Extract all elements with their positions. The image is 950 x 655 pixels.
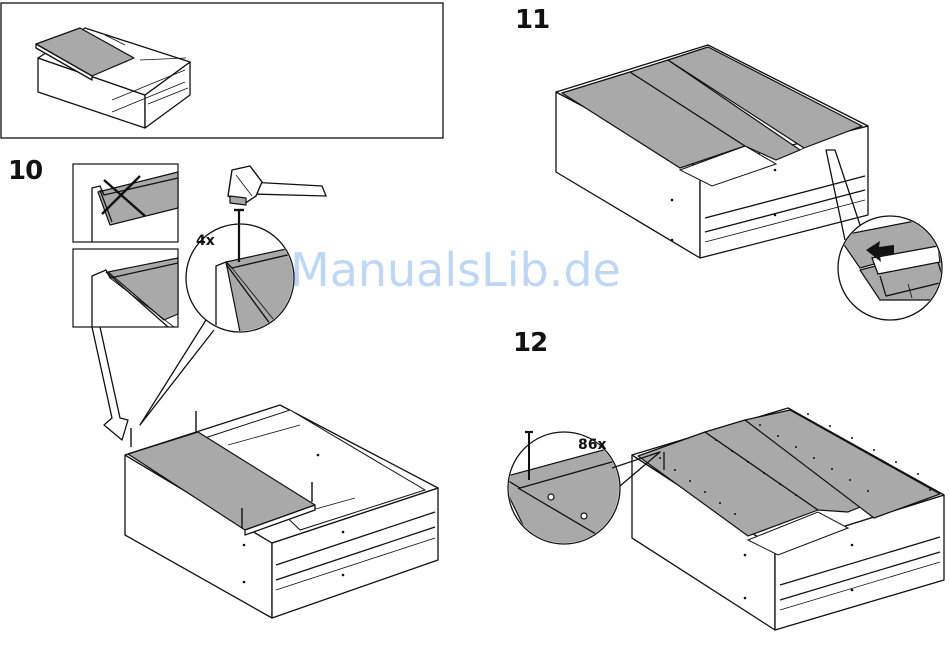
step10-callout-arrow [92,327,128,440]
nail-quantity-step12: 86x [578,437,607,453]
step10-detail-right [73,249,178,327]
step10-main-box [125,405,438,618]
watermark: ManualsLib.de [290,243,621,297]
preview-frame [1,3,443,138]
step-number-11: 11 [515,5,549,35]
hammer-icon [228,166,326,205]
step-number-12: 12 [513,328,547,358]
step10-detail-wrong [73,164,178,242]
step11-main-box [556,45,868,258]
step12-main-box [632,408,944,630]
nail-quantity-step10: 4x [196,233,215,249]
step-number-10: 10 [8,156,42,186]
